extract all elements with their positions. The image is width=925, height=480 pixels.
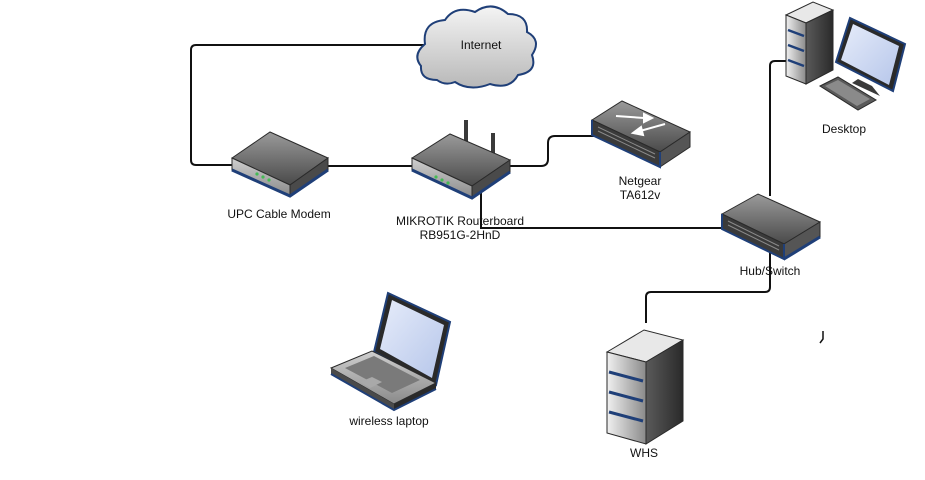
link-modem-internet [190, 44, 425, 166]
link-router-netgear [510, 135, 594, 167]
laptop-label: wireless laptop [349, 414, 429, 428]
router-label-line2: RB951G-2HnD [419, 228, 501, 242]
modem-icon[interactable] [230, 131, 330, 198]
switch-icon[interactable] [720, 193, 822, 261]
internet-label: Internet [460, 38, 502, 52]
router-label: MIKROTIK Routerboard RB951G-2HnD [385, 214, 535, 242]
netgear-label-line2: TA612v [619, 188, 661, 202]
hub-label: Hub/Switch [739, 264, 801, 278]
voip-adapter-icon[interactable] [590, 100, 692, 169]
link-hub-desktop [769, 60, 787, 196]
router-label-line1: MIKROTIK Routerboard [395, 214, 525, 228]
server-tower-icon[interactable] [605, 329, 685, 445]
link-hub-whs [645, 246, 771, 323]
stray-mark [819, 331, 824, 344]
netgear-label: Netgear TA612v [605, 174, 675, 202]
laptop-icon[interactable] [329, 291, 452, 412]
router-icon[interactable] [410, 120, 512, 200]
desktop-label: Desktop [821, 122, 867, 136]
desktop-computer-icon[interactable] [784, 1, 907, 111]
netgear-label-line1: Netgear [618, 174, 662, 188]
modem-label: UPC Cable Modem [227, 207, 331, 221]
whs-label: WHS [630, 446, 658, 460]
cloud-icon[interactable] [416, 5, 537, 89]
